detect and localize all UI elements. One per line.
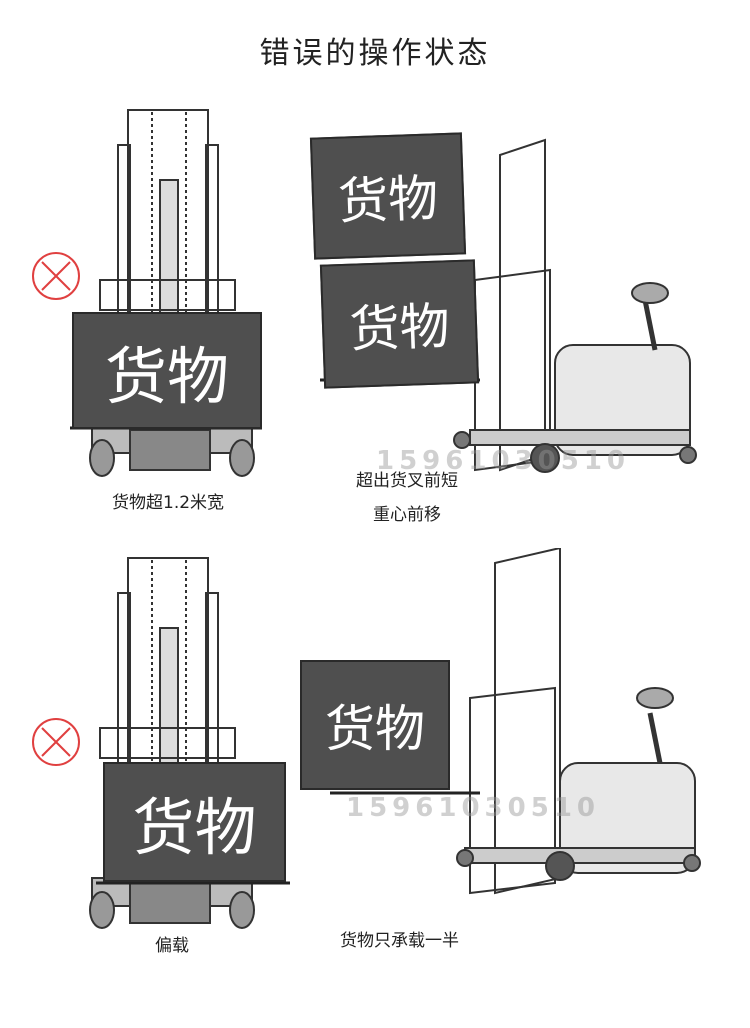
front-caption: 货物超1.2米宽 [112, 488, 224, 518]
panel-offcenter-load: 货物 货物 15961030510 偏载 货物只承载一半 [0, 548, 750, 1028]
phone-watermark: 15961030510 [346, 793, 600, 823]
side-caption-line-1: 货物只承载一半 [340, 926, 459, 956]
cargo-box-front: 货物 [72, 312, 262, 429]
cargo-box-front: 货物 [103, 762, 286, 882]
x-circle-icon [30, 250, 82, 302]
side-caption-line-2: 重心前移 [373, 500, 441, 530]
x-circle-icon [30, 716, 82, 768]
panel-oversized-cargo: 货物 货物 货物 15961030510 货物超1.2米宽 超出货叉前短 重心前… [0, 100, 750, 580]
side-view-stacker [454, 140, 696, 472]
side-caption-line-1: 超出货叉前短 [356, 466, 458, 496]
cargo-box-side-lower: 货物 [320, 259, 479, 388]
cargo-box-side-upper: 货物 [310, 132, 466, 259]
page-title: 错误的操作状态 [0, 28, 750, 72]
side-view-stacker [457, 548, 700, 893]
front-caption: 偏载 [155, 931, 189, 961]
cargo-box-side: 货物 [300, 660, 450, 790]
